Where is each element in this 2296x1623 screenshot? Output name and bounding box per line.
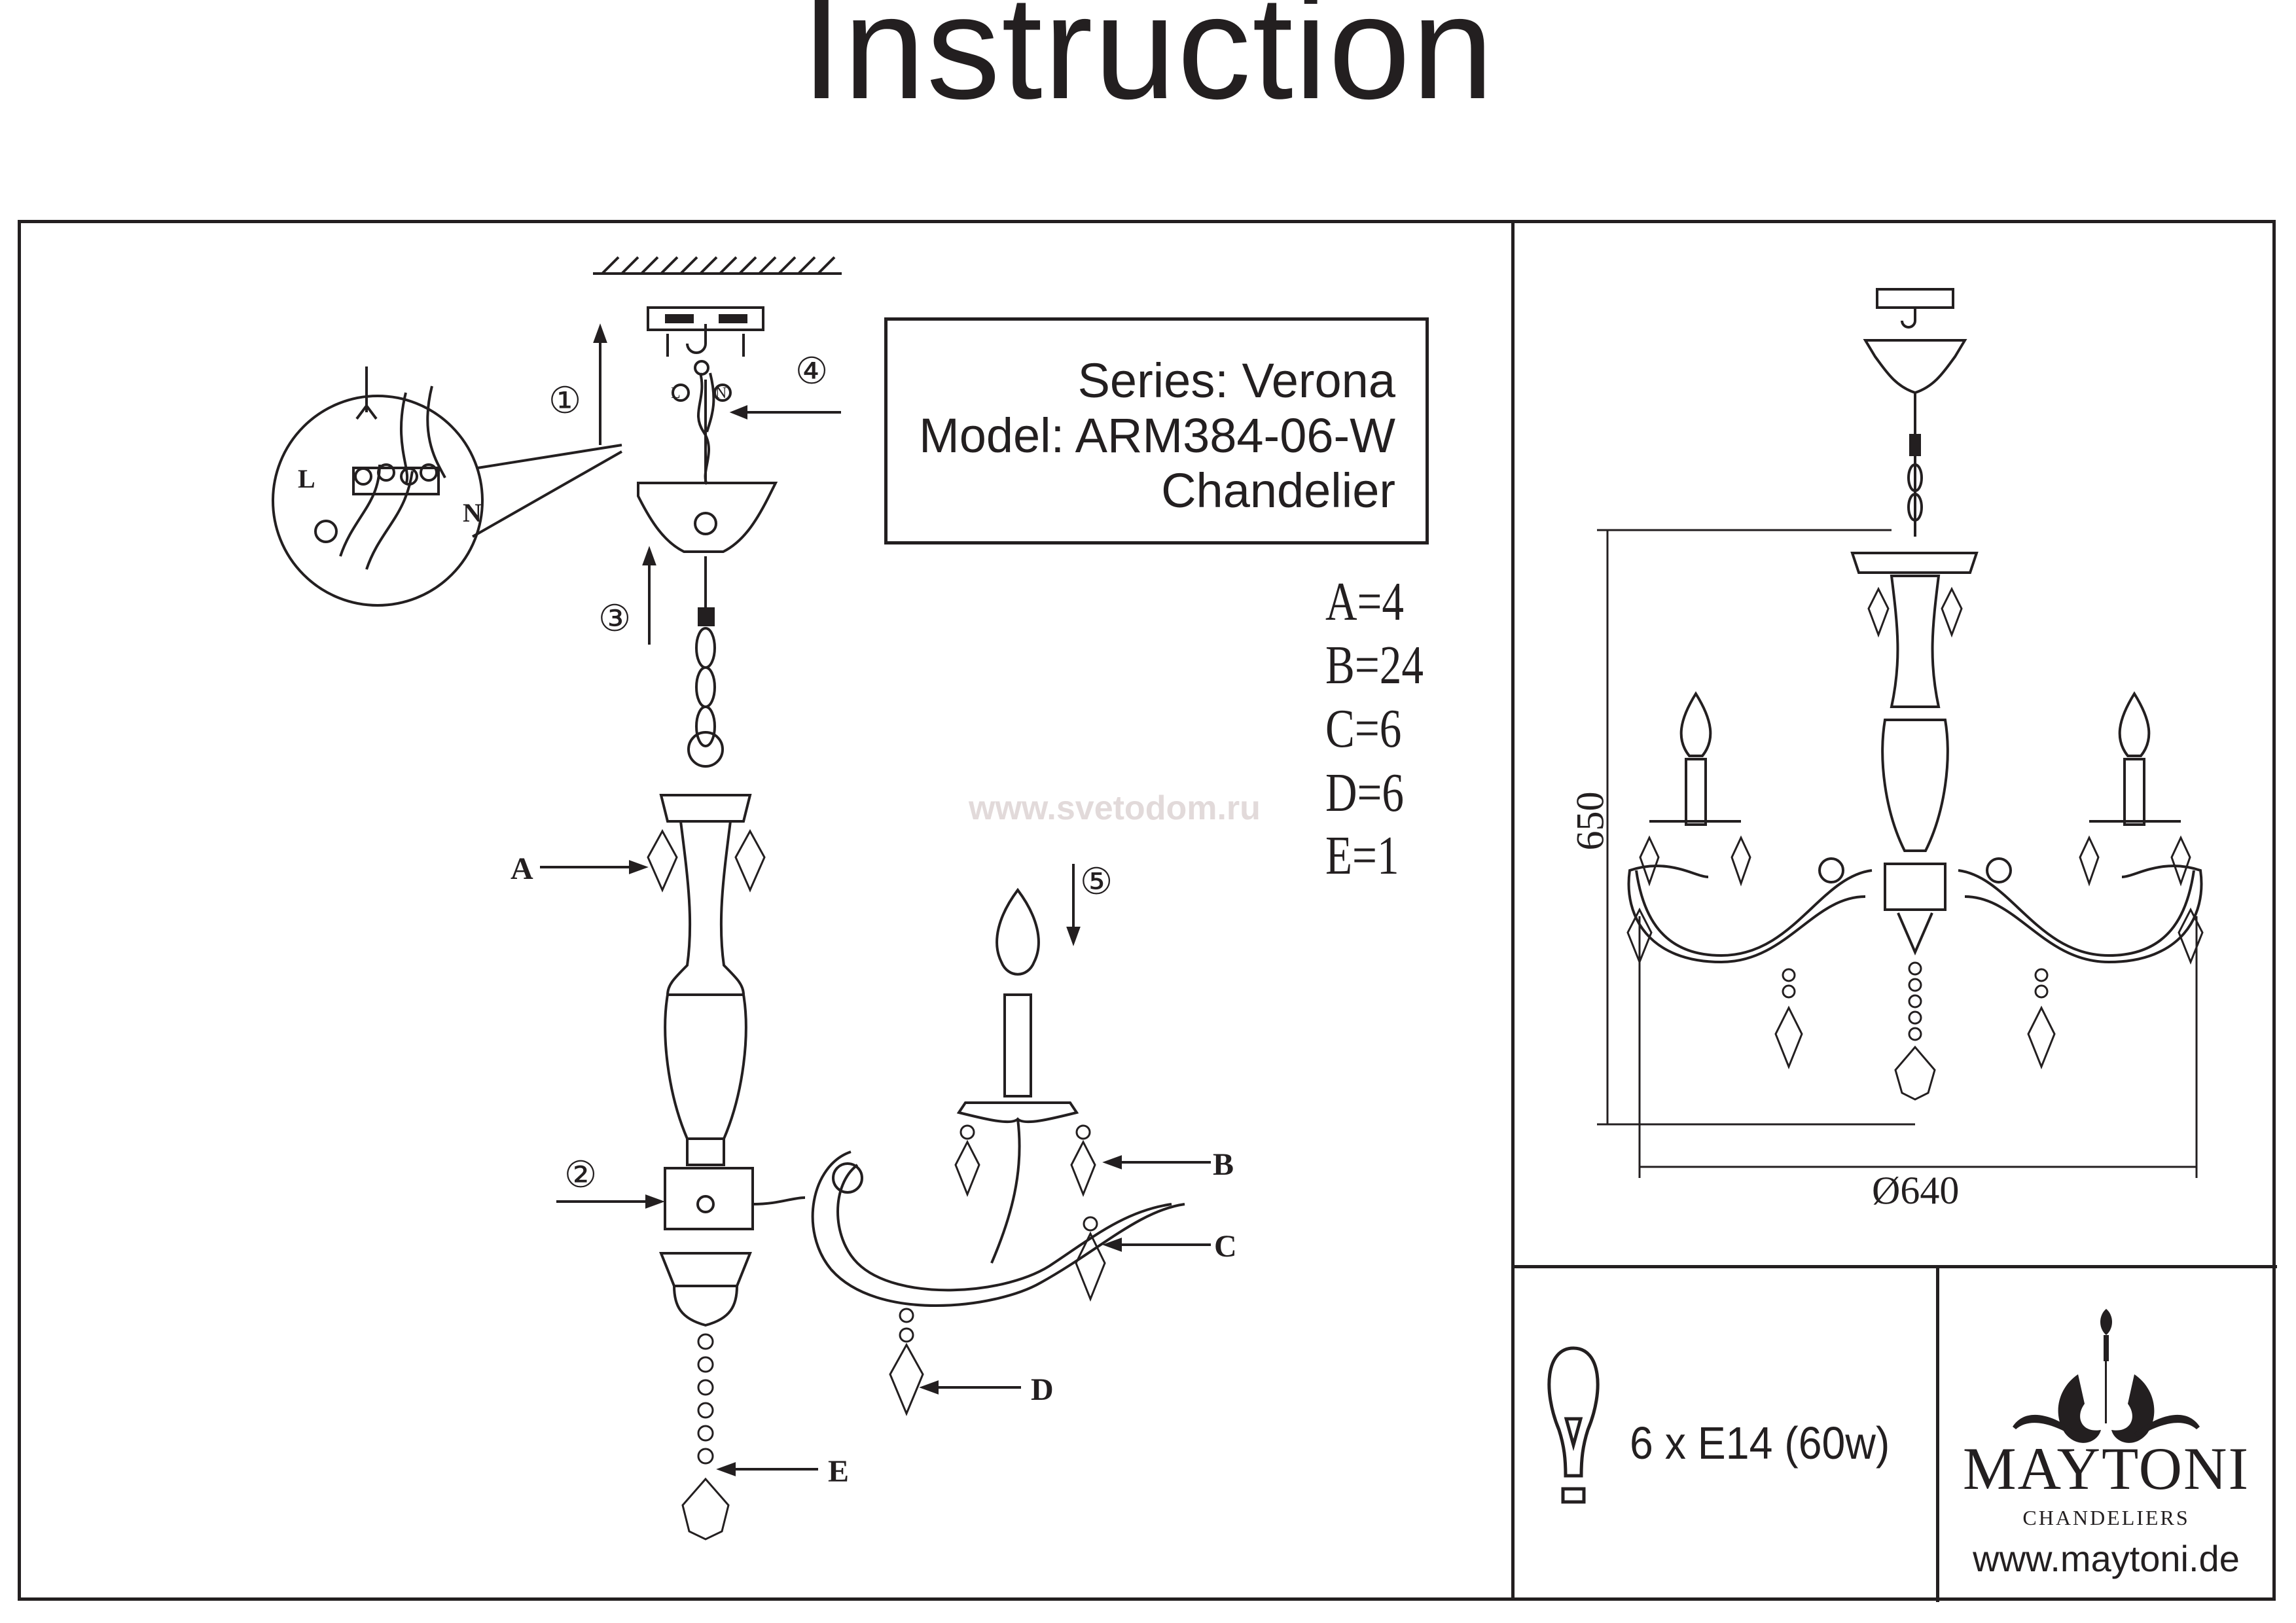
- part-label-a: A: [511, 851, 533, 886]
- wiring-detail-icon: [272, 366, 622, 607]
- wire-live-label: L: [298, 464, 315, 493]
- type-label: Chandelier: [1161, 463, 1395, 518]
- drawing-frame: [18, 220, 2276, 1601]
- diameter-dimension: Ø640: [1872, 1169, 1960, 1212]
- wire-n-small: N: [715, 385, 726, 402]
- part-count-c: C=6: [1325, 698, 1402, 759]
- wire-l-small: L: [671, 385, 681, 402]
- part-label-e: E: [828, 1454, 850, 1489]
- mounting-bracket-icon: [647, 306, 764, 485]
- chandelier-body-icon: [659, 794, 754, 1327]
- brand-website[interactable]: www.maytoni.de: [1973, 1538, 2240, 1579]
- canopy-icon: [637, 380, 778, 553]
- part-count-e: E=1: [1325, 825, 1399, 886]
- crystal-ball-e: [681, 1333, 730, 1541]
- crystal-pendants-overview: [1626, 586, 2204, 1101]
- wire-neutral-label: N: [463, 498, 482, 527]
- watermark: www.svetodom.ru: [969, 789, 1261, 827]
- chain-icon: [687, 556, 724, 768]
- crystal-pendant-b: [889, 1124, 1106, 1416]
- divider-horizontal: [1511, 1265, 2277, 1268]
- step-3: ③: [598, 599, 632, 639]
- series-label: Series: Verona: [1077, 353, 1395, 408]
- light-bulb-icon: [1547, 1346, 1600, 1504]
- ceiling-icon: [593, 256, 842, 275]
- part-count-b: B=24: [1325, 635, 1424, 696]
- part-count-a: A=4: [1325, 571, 1405, 632]
- step-4: ④: [795, 351, 829, 392]
- part-label-b: B: [1213, 1147, 1234, 1182]
- bulb-spec: 6 x E14 (60w): [1630, 1418, 1890, 1469]
- product-info-box: Series: Verona Model: ARM384-06-W Chande…: [884, 317, 1429, 544]
- page-title: Instruction: [801, 0, 1495, 130]
- part-label-c: C: [1214, 1229, 1237, 1264]
- divider-vertical: [1511, 220, 1515, 1601]
- chandelier-overview-icon: [1627, 288, 2203, 964]
- brand-subtitle: CHANDELIERS: [2022, 1506, 2190, 1529]
- height-dimension: 650: [1568, 791, 1612, 851]
- part-label-d: D: [1031, 1372, 1054, 1407]
- maytoni-logo-icon: [2013, 1309, 2200, 1443]
- part-count-d: D=6: [1325, 762, 1405, 823]
- model-label: Model: ARM384-06-W: [919, 408, 1395, 463]
- dimension-lines: [1597, 529, 2198, 1178]
- arm-icon: [752, 887, 1185, 1307]
- step-5: ⑤: [1080, 862, 1113, 902]
- step-1: ①: [548, 381, 582, 421]
- crystal-pendant-a: [647, 829, 766, 893]
- brand-name: MAYTONI: [1962, 1435, 2250, 1502]
- divider-bottom: [1936, 1265, 1939, 1602]
- step-2: ②: [564, 1155, 598, 1196]
